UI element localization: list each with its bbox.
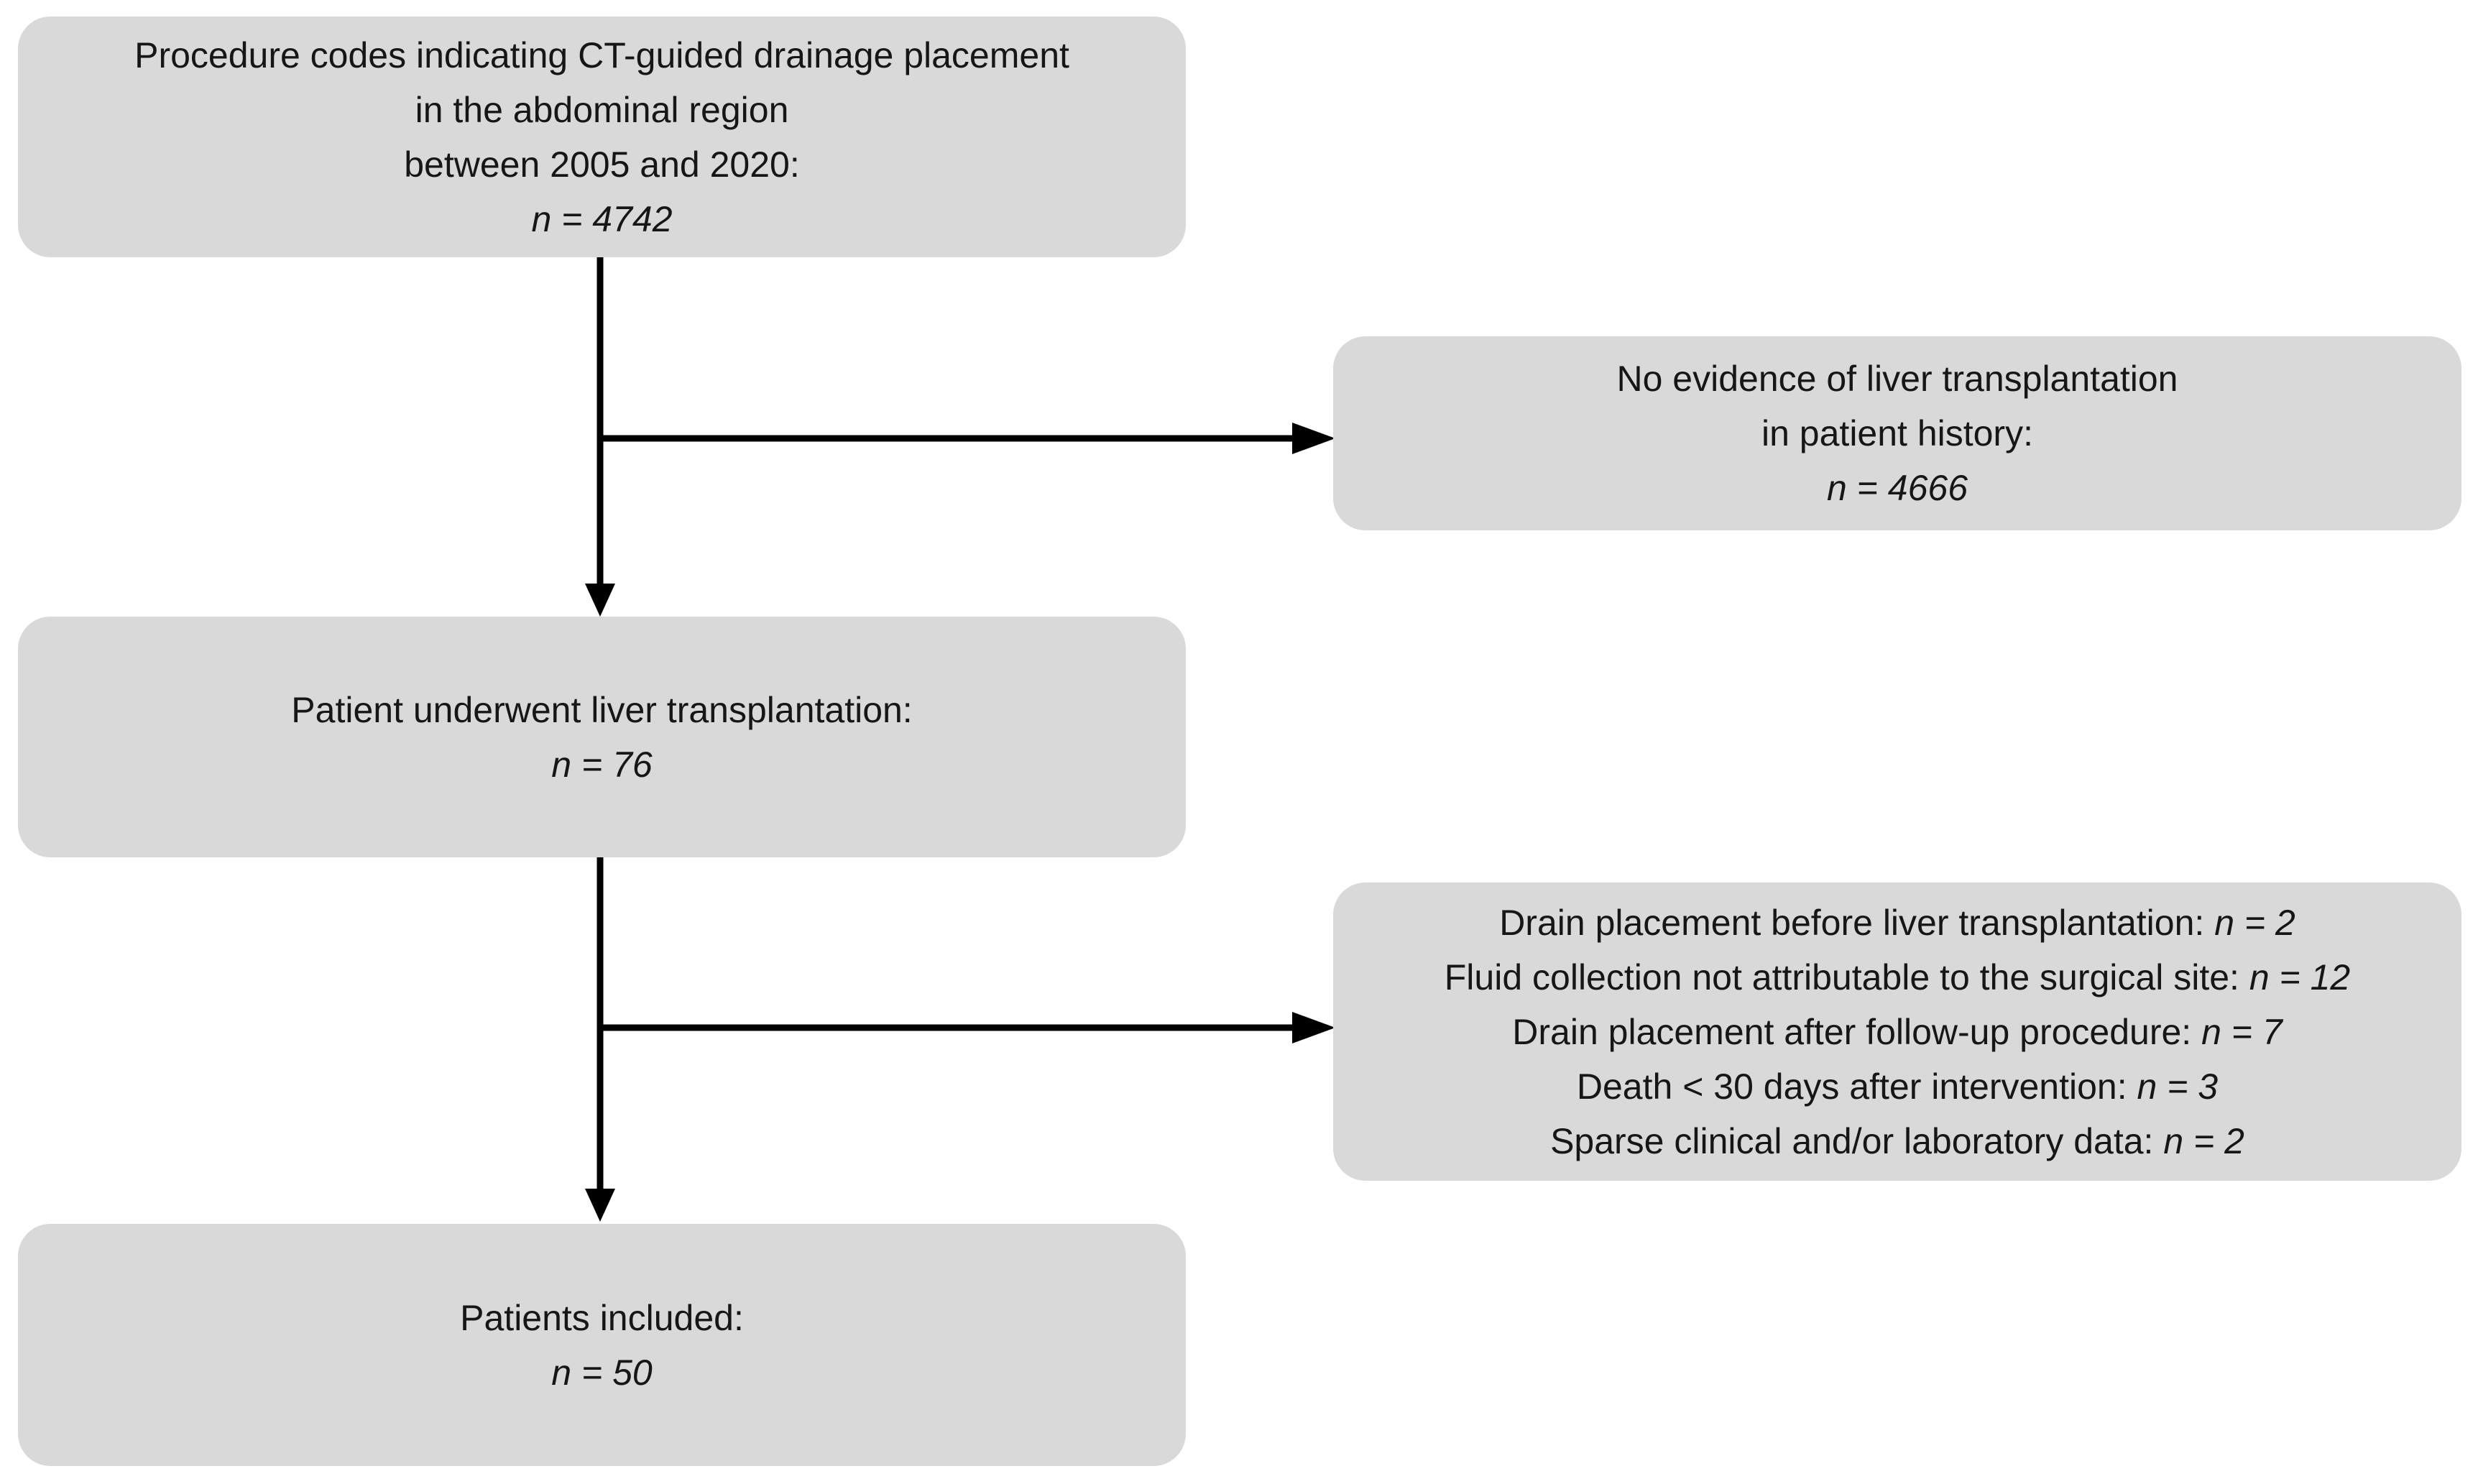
- exclusion-item-4-count: n = 3: [2137, 1066, 2219, 1107]
- transplant-count: n = 76: [551, 744, 653, 785]
- exclusion-item-4-label: Death < 30 days after intervention:: [1576, 1066, 2137, 1107]
- exclusion-item-3-label: Drain placement after follow-up procedur…: [1512, 1011, 2202, 1052]
- arrow-head-right-no-transplant: [1292, 423, 1335, 454]
- exclusion-item-5-count: n = 2: [2163, 1120, 2244, 1161]
- exclusion-item-3: Drain placement after follow-up procedur…: [1512, 1005, 2282, 1059]
- exclusion-item-2: Fluid collection not attributable to the…: [1445, 950, 2350, 1005]
- exclusion-item-5: Sparse clinical and/or laboratory data: …: [1550, 1114, 2244, 1169]
- box-included: Patients included: n = 50: [18, 1224, 1186, 1466]
- exclusion-item-3-count: n = 7: [2201, 1011, 2283, 1052]
- procedure-codes-line-2: in the abdominal region: [415, 89, 789, 130]
- box-transplant: Patient underwent liver transplantation:…: [18, 617, 1186, 857]
- box-procedure-codes: Procedure codes indicating CT-guided dra…: [18, 17, 1186, 257]
- exclusion-item-2-count: n = 12: [2249, 957, 2351, 997]
- arrow-head-down-included: [585, 1189, 615, 1222]
- no-transplant-line-1: No evidence of liver transplantation: [1616, 359, 2178, 399]
- transplant-line-1: Patient underwent liver transplantation:: [291, 689, 913, 730]
- no-transplant-line-2: in patient history:: [1761, 413, 2033, 453]
- included-line-1: Patients included:: [460, 1297, 744, 1338]
- exclusion-item-1-label: Drain placement before liver transplanta…: [1499, 902, 2215, 943]
- exclusion-item-2-label: Fluid collection not attributable to the…: [1444, 957, 2249, 997]
- arrow-head-right-exclusions: [1292, 1012, 1335, 1043]
- exclusion-item-4: Death < 30 days after intervention: n = …: [1577, 1059, 2218, 1114]
- exclusion-item-1: Drain placement before liver transplanta…: [1499, 895, 2295, 950]
- exclusion-item-1-count: n = 2: [2214, 902, 2295, 943]
- no-transplant-count: n = 4666: [1826, 468, 1968, 508]
- procedure-codes-line-3: between 2005 and 2020:: [404, 144, 800, 185]
- box-exclusions: Drain placement before liver transplanta…: [1333, 882, 2461, 1181]
- included-count: n = 50: [551, 1352, 653, 1393]
- arrow-head-down-transplant: [585, 584, 615, 617]
- procedure-codes-count: n = 4742: [531, 198, 673, 239]
- procedure-codes-line-1: Procedure codes indicating CT-guided dra…: [134, 34, 1069, 75]
- exclusion-item-5-label: Sparse clinical and/or laboratory data:: [1550, 1120, 2164, 1161]
- box-no-transplant: No evidence of liver transplantation in …: [1333, 336, 2461, 530]
